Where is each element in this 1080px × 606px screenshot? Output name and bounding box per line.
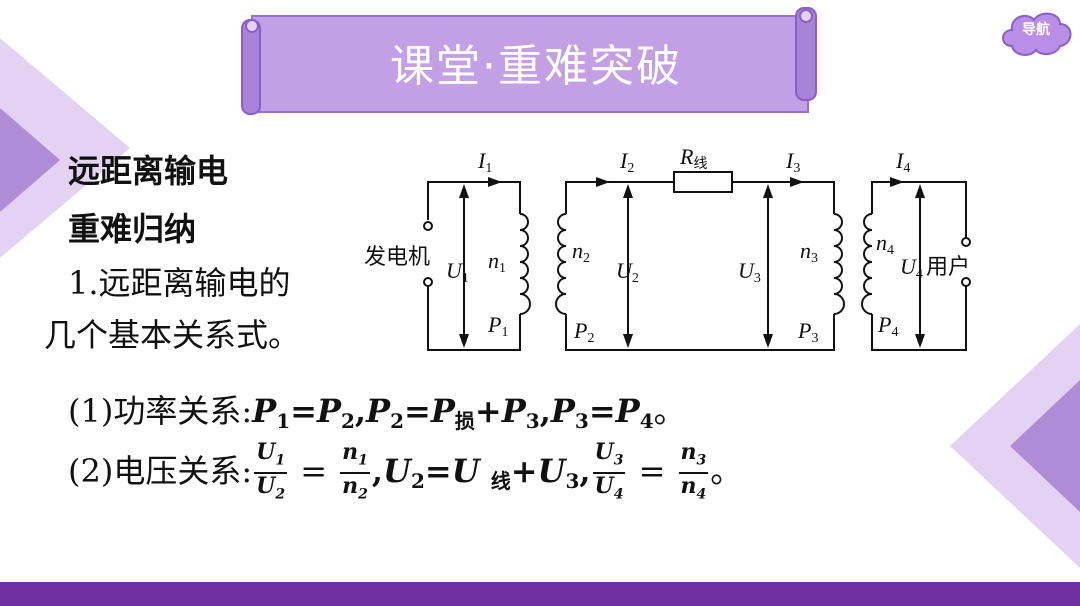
turns-label-1: n1 [488,248,506,276]
formula-1-label: (1)功率关系: [68,392,253,430]
user-label: 用户 [926,255,970,280]
power-label-3: P3 [797,318,818,346]
section-heading: 远距离输电 [68,152,229,190]
power-label-4: P4 [877,312,898,340]
intro-line-1: 1.远距离输电的 [68,264,291,302]
sub-heading: 重难归纳 [68,210,197,248]
title-banner [241,7,817,115]
bottom-bar [0,582,1080,606]
turns-label-4: n4 [876,230,894,258]
current-label-2: I2 [619,148,634,176]
turns-label-2: n2 [572,238,590,266]
voltage-label-4: U4 [900,254,923,282]
current-label-3: I3 [785,148,800,176]
cloud-icon [1002,12,1072,56]
resistor-label: R线 [679,144,707,172]
power-label-2: P2 [573,318,594,346]
current-label-1: I1 [477,148,492,176]
current-label-4: I4 [895,148,910,176]
formula-2-label: (2)电压关系: [68,451,253,490]
voltage-label-1: U1 [446,258,469,286]
nav-button[interactable]: 导航 [998,6,1074,58]
voltage-label-3: U3 [738,258,761,286]
nav-label: 导航 [1022,22,1050,38]
banner-title: 课堂·重难突破 [390,41,682,92]
turns-label-3: n3 [800,238,818,266]
generator-label: 发电机 [364,245,430,270]
power-label-1: P1 [487,312,508,340]
voltage-label-2: U2 [616,258,639,286]
transmission-circuit-diagram: I1 I2 R线 I3 I4 发电机 用户 U1 n1 n2 U2 U3 n3 … [364,144,971,351]
power-relation-formula: (1)功率关系:P1=P2,P2=P损+P3,P3=P4。 [68,392,686,433]
intro-line-2: 几个基本关系式。 [44,316,301,354]
